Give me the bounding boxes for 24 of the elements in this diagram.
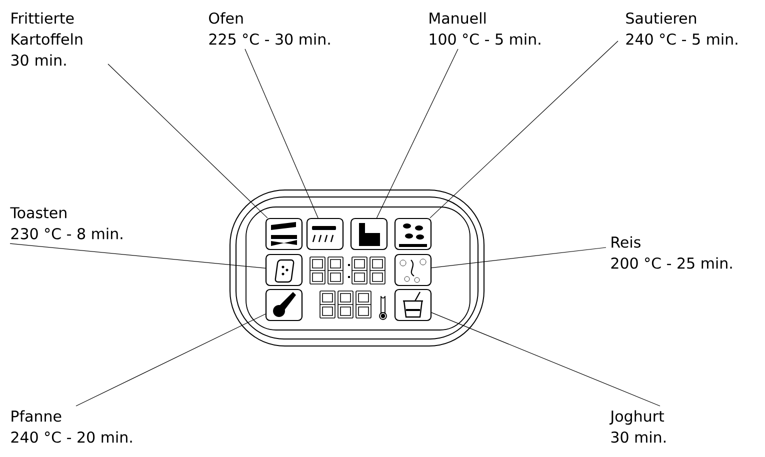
leader-line [430, 40, 618, 218]
pot-icon [350, 218, 388, 250]
toast-icon [265, 254, 303, 286]
yoghurt-icon [394, 288, 432, 322]
fries-icon [265, 218, 303, 250]
setting-label: Pfanne 240 °C - 20 min. [11, 410, 132, 443]
setting-label: Toasten 230 °C - 8 min. [10, 207, 122, 240]
leader-line [76, 314, 266, 406]
leader-line [244, 48, 318, 218]
leader-line [376, 48, 458, 218]
setting-label: Ofen 225 °C - 30 min. [209, 12, 330, 45]
pan-icon [265, 288, 303, 322]
oven-icon [306, 218, 344, 250]
saute-icon [394, 218, 432, 250]
leader-line [10, 243, 266, 268]
setting-label: Manuell 100 °C - 5 min. [430, 12, 540, 45]
setting-label: Joghurt 30 min. [609, 410, 666, 443]
setting-label: Frittierte Kartoffeln 30 min. [11, 12, 82, 66]
rice-icon [394, 254, 432, 286]
setting-label: Sautieren 240 °C - 5 min. [626, 12, 738, 45]
setting-label: Reis 200 °C - 25 min. [611, 236, 732, 269]
leader-line [431, 247, 606, 268]
leader-line [108, 64, 268, 218]
leader-line [431, 312, 660, 406]
